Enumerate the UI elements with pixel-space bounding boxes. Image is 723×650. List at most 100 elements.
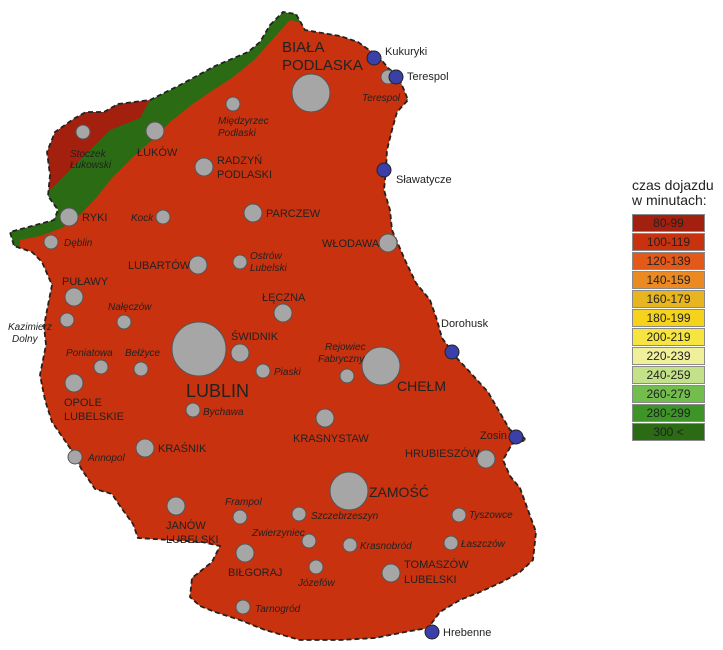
city-label-biala-podlaska-line2: PODLASKA [282,57,363,74]
city-marker-wlodawa [378,233,398,253]
city-marker-kock [155,209,171,225]
city-label-ostrow: Ostrów [250,251,282,262]
city-marker-tarnogrod [235,599,251,615]
city-label-lubartow: LUBARTÓW [128,259,191,272]
city-label-krasnik: KRAŚNIK [158,442,207,455]
city-marker-naleczow [116,314,132,330]
border-crossing-marker-hrebenne [424,624,440,640]
city-marker-miedzyrzec [225,96,241,112]
city-marker-tyszowce [451,507,467,523]
city-label-kazimierz-line2: Dolny [12,334,39,345]
city-marker-zamosc [329,471,369,511]
city-label-ryki: RYKI [82,212,107,224]
city-label-krasnystaw: KRASNYSTAW [293,433,369,445]
city-label-swidnik: ŚWIDNIK [231,330,279,343]
city-label-stoczek-line2: Łukowski [70,160,112,171]
border-crossing-marker-terespol [388,69,404,85]
city-marker-bychawa [185,402,201,418]
city-label-lukow: ŁUKÓW [137,146,178,159]
city-marker-swidnik [230,343,250,363]
city-marker-opole [64,373,84,393]
city-marker-biala-podlaska [291,73,331,113]
city-marker-hrubieszow [476,449,496,469]
city-label-parczew: PARCZEW [266,208,321,220]
border-crossing-marker-dorohusk [444,344,460,360]
city-label-tomaszow-line2: LUBELSKI [404,574,457,586]
city-label-janow-line2: LUBELSKI [166,534,219,546]
city-label-tyszowce: Tyszowce [469,510,513,521]
city-label-tarnogrod: Tarnogród [255,604,301,615]
border-crossing-marker-kukuryki [366,50,382,66]
city-label-frampol: Frampol [225,497,262,508]
city-marker-rejowiec [339,368,355,384]
city-label-hrubieszow: HRUBIESZÓW [405,447,480,460]
legend-item: 280-299 [632,404,705,422]
city-label-wlodawa: WŁODAWA [322,238,380,250]
city-label-chelm: CHEŁM [397,378,446,394]
legend-title: czas dojazdu w minutach: [632,178,722,208]
city-label-leczna: ŁĘCZNA [262,292,306,304]
city-label-tomaszow: TOMASZÓW [404,558,469,571]
city-label-rejowiec: Rejowiec [325,342,366,353]
legend-item: 80-99 [632,214,705,232]
border-crossing-marker-slawatycze [376,162,392,178]
city-marker-ryki [59,207,79,227]
city-marker-bilgoraj [235,543,255,563]
legend-item: 160-179 [632,290,705,308]
city-label-bychawa: Bychawa [203,407,244,418]
city-marker-annopol [67,449,83,465]
city-label-janow: JANÓW [166,519,206,532]
city-marker-piaski [255,363,271,379]
city-marker-kazimierz [59,312,75,328]
city-marker-krasnik [135,438,155,458]
legend-item: 220-239 [632,347,705,365]
city-label-annopol: Annopol [87,453,125,464]
city-label-miedzyrzec-line2: Podlaski [218,128,257,139]
city-label-bilgoraj: BIŁGORAJ [228,567,282,579]
border-crossing-label-hrebenne: Hrebenne [443,627,491,639]
border-crossing-label-kukuryki: Kukuryki [385,46,427,58]
border-crossing-label-terespol: Terespol [407,71,449,83]
city-marker-krasnobrod [342,537,358,553]
city-marker-jozefow [308,559,324,575]
city-marker-lubartow [188,255,208,275]
legend-title-line2: w minutach: [632,192,707,208]
legend-item: 240-259 [632,366,705,384]
legend-item: 260-279 [632,385,705,403]
legend-item: 120-139 [632,252,705,270]
legend-item: 100-119 [632,233,705,251]
city-marker-belzyce [133,361,149,377]
city-marker-pulawy [64,287,84,307]
city-label-stoczek: Stoczek [70,149,107,160]
city-label-biala-podlaska: BIAŁA [282,39,325,56]
city-label-kock: Kock [131,213,154,224]
city-label-lublin: LUBLIN [186,381,249,401]
city-marker-lublin [171,321,227,377]
city-marker-tomaszow [381,563,401,583]
city-label-deblin: Dęblin [64,238,93,249]
city-label-opole: OPOLE [64,397,102,409]
city-label-radzyn: RADZYŃ [217,154,262,167]
city-marker-szczebrzeszyn [291,506,307,522]
city-label-ostrow-line2: Lubelski [250,263,287,274]
city-label-kazimierz: Kazimierz [8,322,52,333]
city-marker-stoczek [75,124,91,140]
city-label-miedzyrzec: Międzyrzec [218,116,269,127]
city-label-naleczow: Nałęczów [108,302,152,313]
city-label-laszczow: Łaszczów [461,539,506,550]
city-marker-deblin [43,234,59,250]
city-label-poniatowa: Poniatowa [66,348,113,359]
legend-item: 140-159 [632,271,705,289]
city-marker-frampol [232,509,248,525]
legend-item: 200-219 [632,328,705,346]
legend-item: 180-199 [632,309,705,327]
border-crossing-label-zosin: Zosin [480,430,507,442]
city-marker-laszczow [443,535,459,551]
legend-item: 300 < [632,423,705,441]
city-label-belzyce: Bełżyce [125,348,160,359]
city-marker-chelm [361,346,401,386]
city-marker-poniatowa [93,359,109,375]
